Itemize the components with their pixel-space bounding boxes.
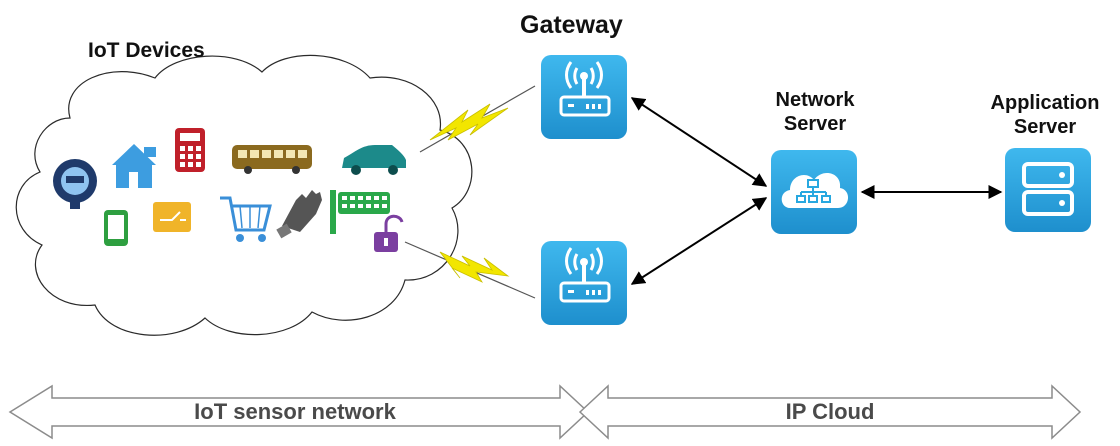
network-server-label-line2: Server [783,113,847,135]
band-arrow-ip-cloud [578,384,1082,440]
network-server-label: Network Server [760,88,870,136]
glove-icon [276,190,322,239]
application-server-icon [1005,148,1091,232]
wireless-link-bottom [404,241,536,299]
keyboard-icon [330,190,390,234]
bus-icon [232,145,312,174]
ip-cloud-label: IP Cloud [785,399,875,424]
gateway-bottom-icon [541,241,627,325]
application-server-label: Application Server [975,91,1115,139]
calculator-icon [175,128,205,172]
iot-devices-label: IoT Devices [88,39,205,62]
wireless-link-top [419,85,536,153]
application-server-label-line1: Application [990,92,1100,114]
arrow-gateway-top-to-network-server [630,97,768,187]
network-server-icon [771,150,857,234]
car-icon [342,145,406,175]
network-server-label-line1: Network [775,89,855,111]
gateway-top-icon [541,55,627,139]
shopping-cart-icon [220,196,272,242]
water-meter-icon [53,159,97,209]
padlock-icon [374,214,404,252]
arrow-gateway-bottom-to-network-server [630,197,768,285]
switch-icon [153,202,191,232]
iot-cloud-shape [15,54,473,336]
iot-sensor-network-label: IoT sensor network [194,399,396,424]
application-server-label-line2: Server [1013,116,1077,138]
gateway-label: Gateway [520,11,623,39]
smart-home-icon [112,144,156,188]
smartphone-icon [104,210,128,246]
